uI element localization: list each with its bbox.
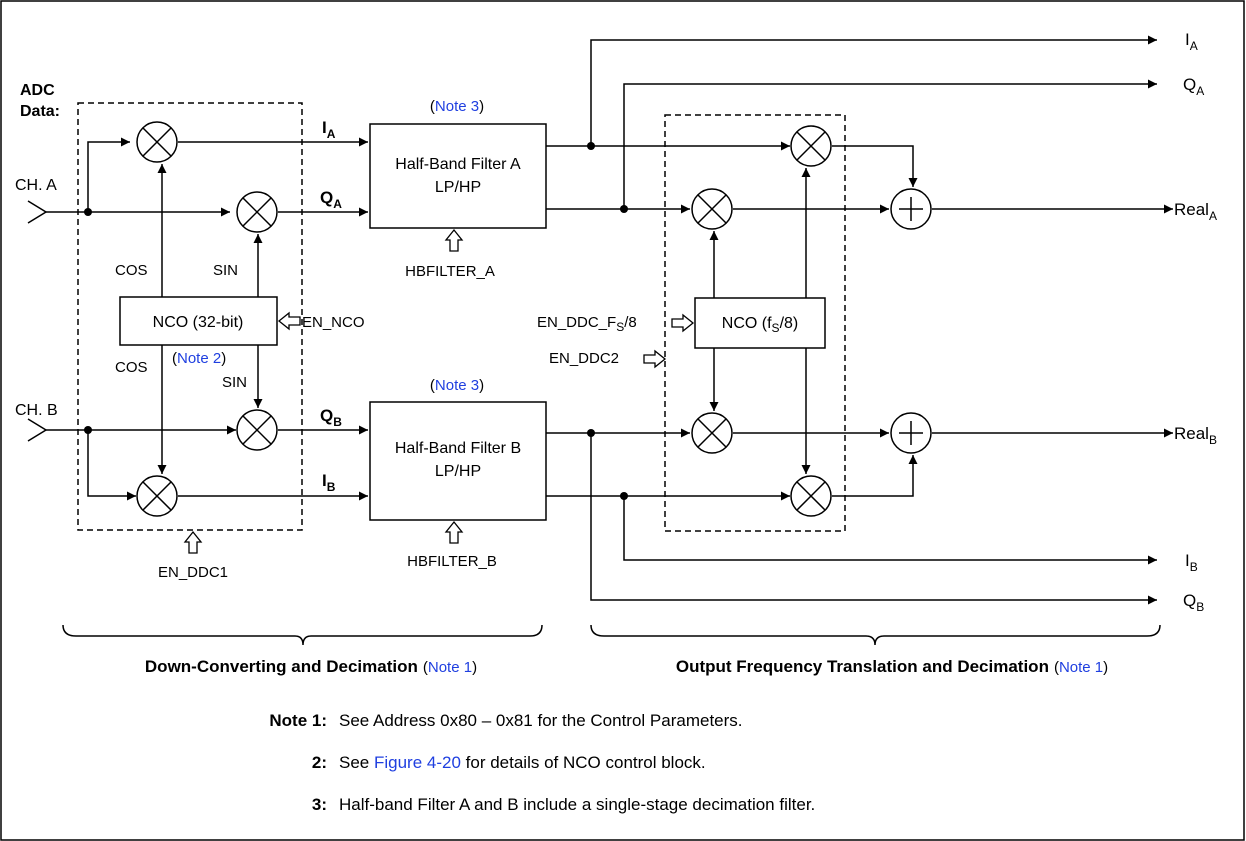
- half-band-filter-b: [369, 401, 547, 521]
- hbfilter-b-arrow-icon: [444, 520, 464, 544]
- en-ddc1-arrow-icon: [183, 530, 203, 554]
- note3-ref-b: (Note 3): [430, 377, 484, 394]
- ia-output-line: [590, 35, 1157, 146]
- ch-a-input-symbol: [27, 200, 48, 224]
- ch-b-to-mixer-ib: [87, 430, 136, 501]
- out-realb-label: RealB: [1174, 424, 1217, 447]
- en-ddc-fs8-label: EN_DDC_FS/8: [537, 314, 637, 334]
- ch-a-label: CH. A: [15, 177, 57, 194]
- sin-upper-label: SIN: [213, 262, 238, 279]
- nco-fs8-label: NCO (fS/8): [722, 315, 798, 335]
- ib-output-line: [623, 496, 1157, 565]
- en-nco-arrow-icon: [277, 311, 301, 331]
- sin-lower-label: SIN: [222, 374, 247, 391]
- hbf-a-line1: Half-Band Filter A: [395, 156, 521, 173]
- right-brace: [590, 624, 1161, 646]
- mixer-a-top: [790, 125, 832, 167]
- ia-label: IA: [322, 118, 336, 141]
- mixer-a-bottom: [691, 188, 733, 230]
- qa-output-line: [623, 79, 1157, 209]
- ch-a-to-mixer-ia: [87, 137, 130, 212]
- qa-label: QA: [320, 188, 342, 211]
- mixer-b-bottom: [790, 475, 832, 517]
- hbfilter-b-label: HBFILTER_B: [407, 553, 497, 570]
- ch-b-input-symbol: [27, 418, 48, 442]
- note2-text: See Figure 4-20 for details of NCO contr…: [339, 753, 706, 772]
- out-ia-label: IA: [1185, 30, 1198, 53]
- en-ddc2-label: EN_DDC2: [549, 350, 619, 367]
- en-ddc2-arrow-icon: [643, 349, 667, 369]
- en-ddc-fs8-arrow-icon: [671, 313, 695, 333]
- qb-output-line: [590, 433, 1157, 605]
- mixer-ib: [136, 475, 178, 517]
- mixer-b-top: [691, 412, 733, 454]
- out-qb-label: QB: [1183, 591, 1204, 614]
- hbf-b-line2: LP/HP: [435, 463, 481, 480]
- mixer-b-bottom-to-adder: [832, 455, 918, 497]
- half-band-filter-a: [369, 123, 547, 229]
- cos-lower-label: COS: [115, 359, 148, 376]
- en-ddc1-label: EN_DDC1: [158, 564, 228, 581]
- adder-b: [890, 412, 932, 454]
- mixer-ia: [136, 121, 178, 163]
- nco-fs8-block: [694, 297, 826, 349]
- mixer-a-top-to-adder: [832, 145, 918, 187]
- ib-label: IB: [322, 471, 336, 494]
- note1-label: Note 1:: [269, 711, 327, 730]
- ch-b-label: CH. B: [15, 402, 58, 419]
- out-qa-label: QA: [1183, 75, 1204, 98]
- hbfilter-a-arrow-icon: [444, 228, 464, 252]
- note3-ref-a: (Note 3): [430, 98, 484, 115]
- mixer-qb: [236, 409, 278, 451]
- cos-upper-label: COS: [115, 262, 148, 279]
- figure-4-20-link[interactable]: Figure 4-20: [374, 753, 461, 772]
- note3-text: Half-band Filter A and B include a singl…: [339, 795, 815, 814]
- qb-label: QB: [320, 406, 342, 429]
- note2-label: 2:: [312, 753, 327, 772]
- note1-text: See Address 0x80 – 0x81 for the Control …: [339, 711, 743, 730]
- note2-ref: (Note 2): [172, 350, 226, 367]
- out-reala-label: RealA: [1174, 200, 1217, 223]
- note3-label: 3:: [312, 795, 327, 814]
- right-section-title: Output Frequency Translation and Decimat…: [676, 657, 1108, 676]
- adc-data-label-2: Data:: [20, 103, 60, 120]
- adc-data-label: ADC: [20, 82, 55, 99]
- nco-32bit-block: [119, 296, 278, 346]
- hbfilter-a-label: HBFILTER_A: [405, 263, 495, 280]
- ddc2-dashed-region: [664, 114, 846, 532]
- out-ib-label: IB: [1185, 551, 1198, 574]
- en-nco-label: EN_NCO: [302, 314, 365, 331]
- hbf-a-line2: LP/HP: [435, 179, 481, 196]
- mixer-qa: [236, 191, 278, 233]
- adder-a: [890, 188, 932, 230]
- ddc1-dashed-region: [77, 102, 303, 531]
- nco-32bit-label: NCO (32-bit): [153, 314, 244, 331]
- left-brace: [62, 624, 543, 646]
- left-section-title: Down-Converting and Decimation(Note 1): [145, 657, 477, 676]
- hbf-b-line1: Half-Band Filter B: [395, 440, 521, 457]
